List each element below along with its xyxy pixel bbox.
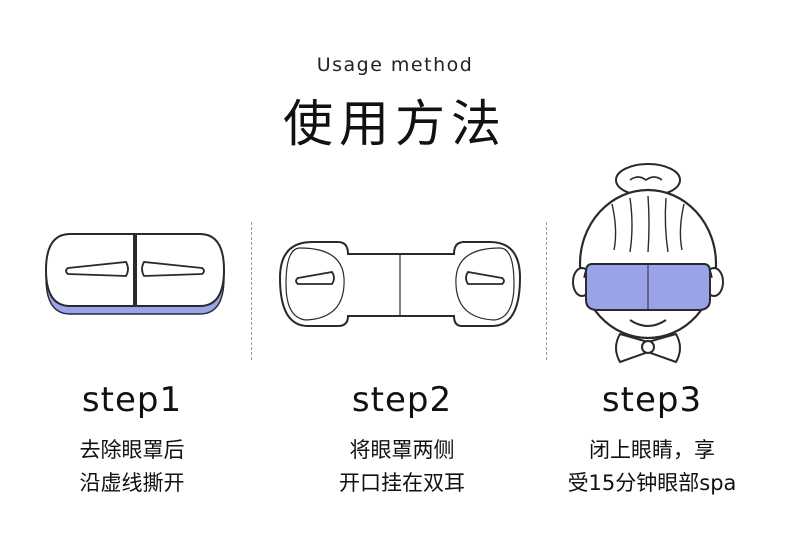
page-title: 使用方法 [283,95,507,153]
step-divider [546,222,547,360]
step1-label: step1 [81,380,183,420]
step2-label: step2 [351,380,453,420]
step3-description-line2: 受15分钟眼部spa [567,471,737,495]
step3-description-line1: 闭上眼睛，享 [589,438,715,462]
step-divider [251,222,252,360]
step2-description: 将眼罩两侧 开口挂在双耳 [272,434,532,500]
step1-description-line1: 去除眼罩后 [79,438,185,462]
step2-description-line2: 开口挂在双耳 [339,471,465,495]
folded-eye-mask-icon [44,233,226,315]
usage-subtitle: Usage method [316,54,474,76]
step3-label: step3 [601,380,703,420]
person-wearing-eye-mask-icon [572,163,724,364]
unfolded-eye-mask-icon [278,241,522,327]
step1-description-line2: 沿虚线撕开 [79,471,185,495]
step3-description: 闭上眼睛，享 受15分钟眼部spa [522,434,782,500]
step2-description-line1: 将眼罩两侧 [349,438,455,462]
step1-description: 去除眼罩后 沿虚线撕开 [2,434,262,500]
